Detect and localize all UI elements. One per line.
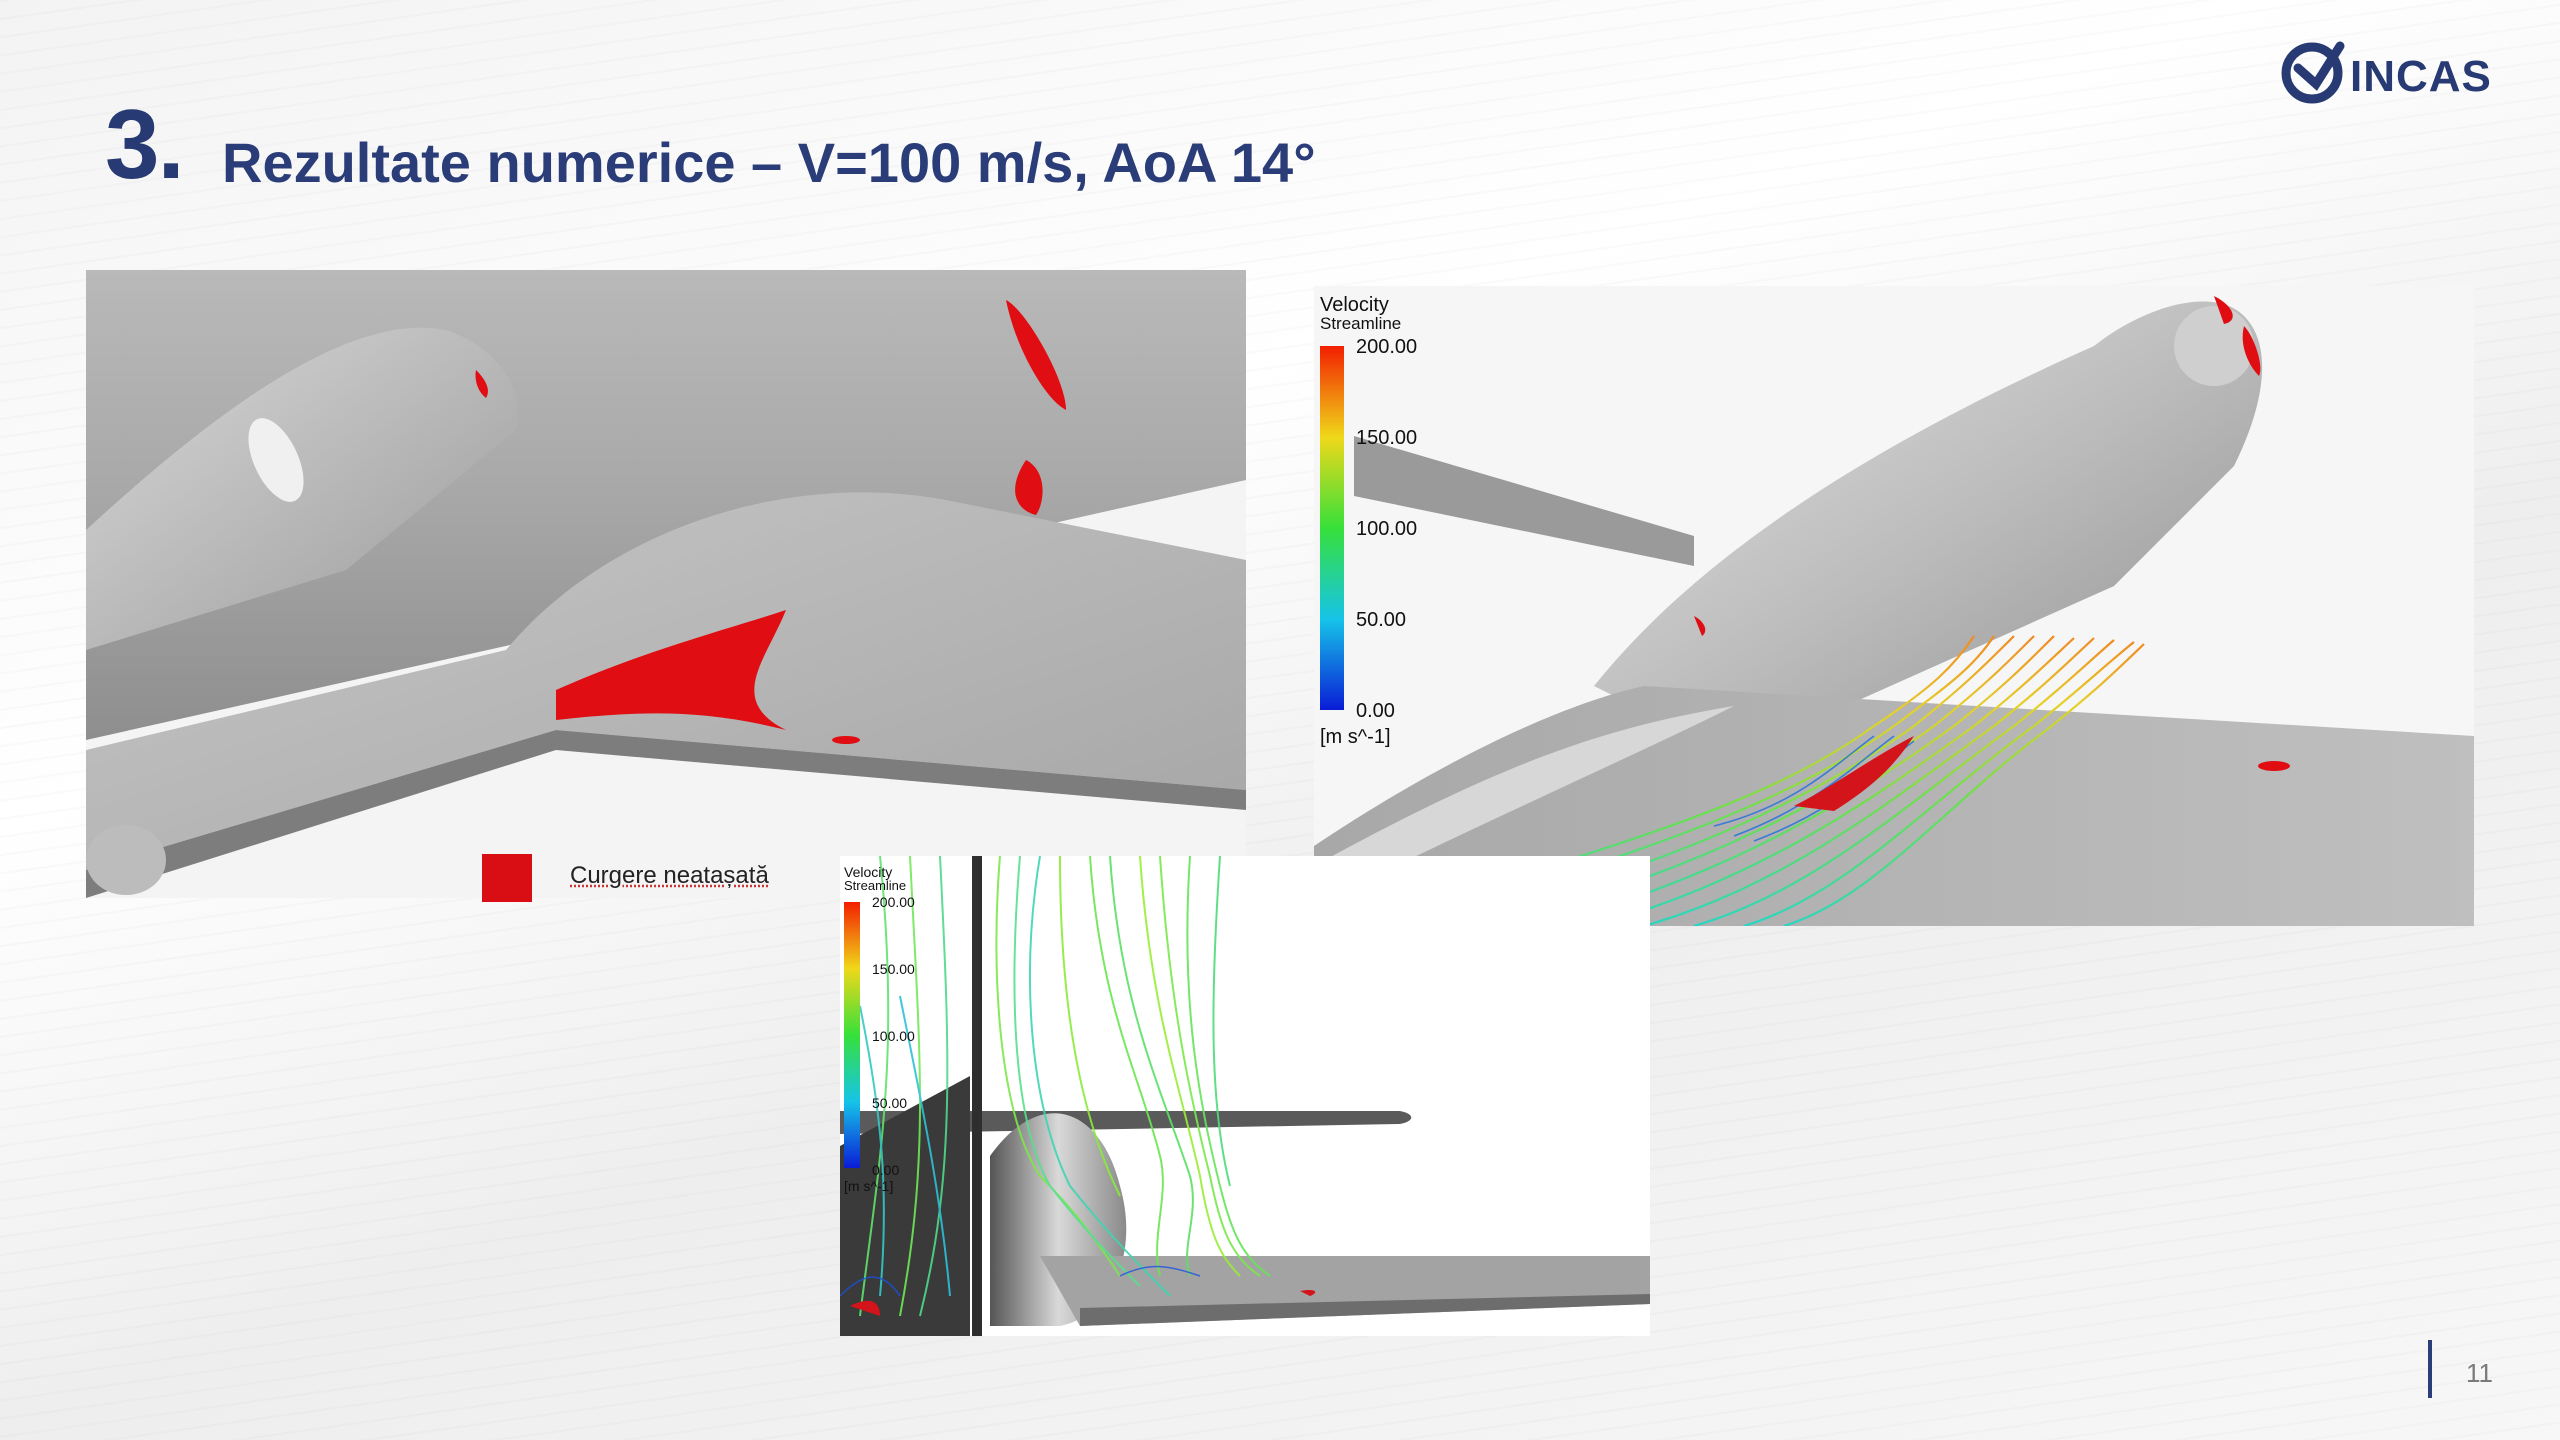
colorbar-tick: 150.00: [872, 961, 915, 977]
colorbar-unit: [m s^-1]: [844, 1178, 894, 1194]
incas-logo-icon: [2281, 41, 2345, 104]
slide-title: Rezultate numerice – V=100 m/s, AoA 14°: [222, 131, 1316, 194]
page-number-divider: [2428, 1340, 2432, 1398]
colorbar-unit: [m s^-1]: [1320, 726, 1391, 748]
cfd-view-wing-root: [86, 270, 1246, 898]
section-number: 3.: [105, 89, 185, 199]
cfd-view-front-streamlines: [840, 856, 1650, 1336]
colorbar-tick: 50.00: [1356, 609, 1407, 631]
colorbar-subtitle: Streamline: [844, 878, 907, 893]
colorbar-tick: 0.00: [872, 1162, 900, 1178]
separated-flow-label: Curgere neatașată: [570, 862, 769, 889]
colorbar-tick: 200.00: [1356, 336, 1418, 358]
colorbar-title: Velocity: [1320, 294, 1389, 316]
colorbar-gradient: [1320, 346, 1344, 710]
separated-flow-swatch: [482, 854, 532, 902]
colorbar-tick: 50.00: [872, 1095, 908, 1111]
colorbar-tick: 100.00: [872, 1028, 915, 1044]
colorbar-subtitle: Streamline: [1320, 314, 1402, 333]
cfd-view-streamlines-wing: [1314, 286, 2474, 926]
colorbar-title: Velocity: [844, 864, 893, 880]
velocity-colorbar-bottom: Velocity Streamline 200.00 150.00 100.00…: [842, 864, 962, 1194]
colorbar-tick: 100.00: [1356, 518, 1418, 540]
colorbar-tick: 200.00: [872, 894, 915, 910]
colorbar-gradient: [844, 902, 860, 1168]
colorbar-tick: 0.00: [1356, 700, 1395, 722]
incas-logo-text: INCAS: [2350, 52, 2492, 101]
page-number: 11: [2466, 1358, 2493, 1388]
colorbar-tick: 150.00: [1356, 427, 1418, 449]
velocity-colorbar-right: Velocity Streamline 200.00 150.00 100.00…: [1318, 294, 1468, 764]
